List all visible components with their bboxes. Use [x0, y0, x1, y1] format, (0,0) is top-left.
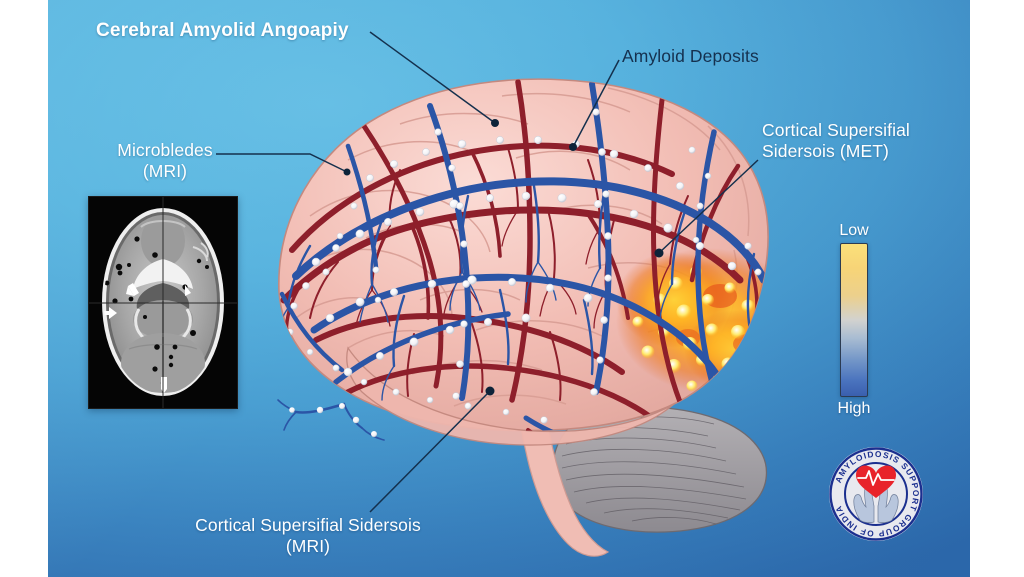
hands-icon: [853, 484, 899, 523]
organization-logo: AMYLOIDOSIS SUPPORT GROUP OF INDIA: [826, 444, 926, 544]
mri-crosshair: [89, 197, 237, 408]
colorbar-gradient: [840, 243, 868, 397]
label-cortical-superficial-siderosis-met: Cortical Supersifial Sidersois (MET): [762, 120, 910, 161]
leader-title: [369, 31, 499, 127]
colorbar-bottom-label: High: [837, 400, 871, 417]
cerebral-vasculature: [278, 79, 768, 431]
label-microbleeds-mri: Microbledes (MRI): [117, 140, 213, 181]
leader-css-mri: [369, 386, 495, 513]
colorbar-top-label: Low: [839, 222, 869, 239]
leader-lines: [216, 31, 759, 513]
label-cortical-superficial-siderosis-mri: Cortical Supersifial Sidersois (MRI): [195, 515, 421, 556]
page-title: Cerebral Amyolid Angoapiy: [96, 20, 349, 41]
pial-vessel-tuft: [277, 399, 385, 441]
heatmap-colorbar: Low High: [806, 222, 902, 418]
slide-background: Cerebral Amyolid Angoapiy Amyloid Deposi…: [48, 0, 970, 577]
brain-illustration: [277, 78, 769, 557]
leader-amyloid-deposits: [569, 59, 620, 151]
label-amyloid-deposits: Amyloid Deposits: [622, 46, 759, 66]
amyloid-deposit-beads: [286, 108, 766, 431]
cerebellum: [552, 406, 768, 533]
leader-microbleeds: [216, 153, 351, 176]
leader-css-met: [654, 159, 759, 258]
heart-icon: [856, 465, 896, 498]
mri-inset-image: [88, 196, 238, 409]
